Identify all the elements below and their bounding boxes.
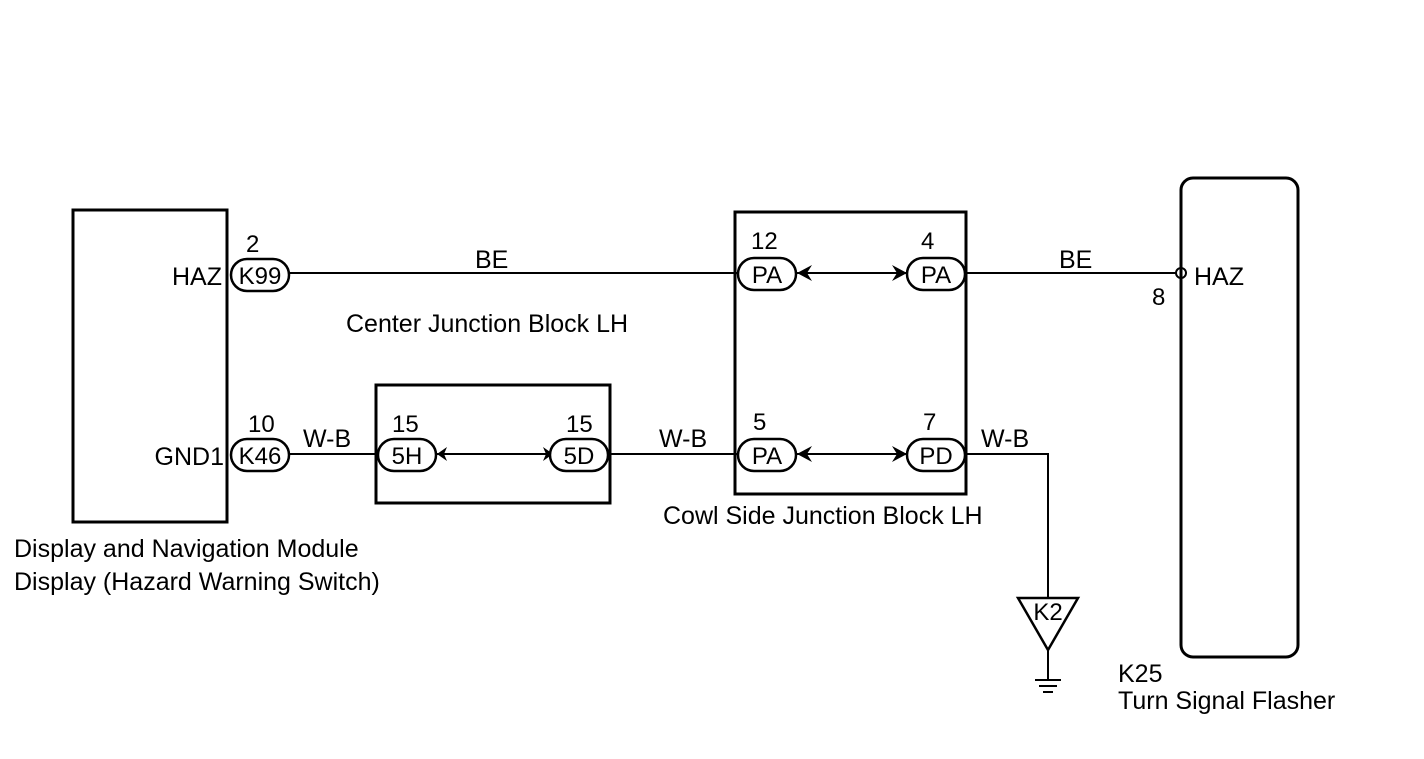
connector-k99-code: K99 (239, 263, 282, 290)
connector-pa-5 (736, 437, 798, 473)
connector-5h (376, 437, 438, 473)
arrow-pa12 (797, 265, 812, 281)
connector-k99-pin: 2 (246, 231, 259, 258)
connector-pa-5-code: PA (752, 443, 782, 470)
cowl-junction-block-box (733, 210, 968, 496)
connector-pd-7-code: PD (919, 443, 952, 470)
connector-5h-code: 5H (392, 443, 423, 470)
flasher-label: Turn Signal Flasher (1118, 687, 1335, 715)
wire-color-gnd-b: W-B (659, 425, 707, 453)
ground-point-k2-code: K2 (1033, 599, 1062, 626)
display-module-label-line1: Display and Navigation Module (14, 535, 359, 563)
wire-color-haz-left: BE (475, 246, 508, 274)
connector-pa-5-pin: 5 (753, 409, 766, 436)
display-module-label-line2: Display (Hazard Warning Switch) (14, 568, 380, 596)
arrow-5h (437, 447, 447, 461)
flasher-terminal-haz: HAZ (1194, 263, 1244, 291)
terminal-gnd1: GND1 (155, 443, 224, 471)
ground-icon (1035, 679, 1061, 693)
arrow-pa4 (892, 265, 907, 281)
center-junction-block-label: Center Junction Block LH (346, 310, 628, 338)
ground-point-k2 (1015, 596, 1081, 653)
wire-color-haz-right: BE (1059, 246, 1092, 274)
connector-5d-code: 5D (564, 443, 595, 470)
arrow-pa5 (797, 446, 812, 462)
flasher-code: K25 (1118, 660, 1162, 688)
cowl-junction-block-label: Cowl Side Junction Block LH (663, 502, 983, 530)
connector-k46-code: K46 (239, 443, 282, 470)
connector-pd-7-pin: 7 (923, 409, 936, 436)
connector-pa-12-pin: 12 (751, 228, 778, 255)
center-junction-block-box (374, 383, 612, 505)
wire-color-gnd-a: W-B (303, 425, 351, 453)
connector-pa-4-pin: 4 (921, 228, 934, 255)
flasher-box (1179, 176, 1300, 659)
terminal-haz: HAZ (172, 263, 222, 291)
connector-k99 (229, 257, 291, 293)
connector-k46 (229, 437, 291, 473)
arrow-pd7 (892, 446, 907, 462)
arrow-5d (543, 447, 553, 461)
display-module-box (71, 208, 229, 524)
connector-5d-pin: 15 (566, 411, 593, 438)
connector-pa-12-code: PA (752, 262, 782, 289)
flasher-terminal-pin: 8 (1152, 284, 1165, 311)
connector-pa-4-code: PA (921, 262, 951, 289)
wire-gnd-c (965, 453, 1049, 598)
connector-5h-pin: 15 (392, 411, 419, 438)
wire-color-gnd-c: W-B (981, 425, 1029, 453)
connector-pa-12 (736, 256, 798, 292)
connector-k46-pin: 10 (248, 411, 275, 438)
